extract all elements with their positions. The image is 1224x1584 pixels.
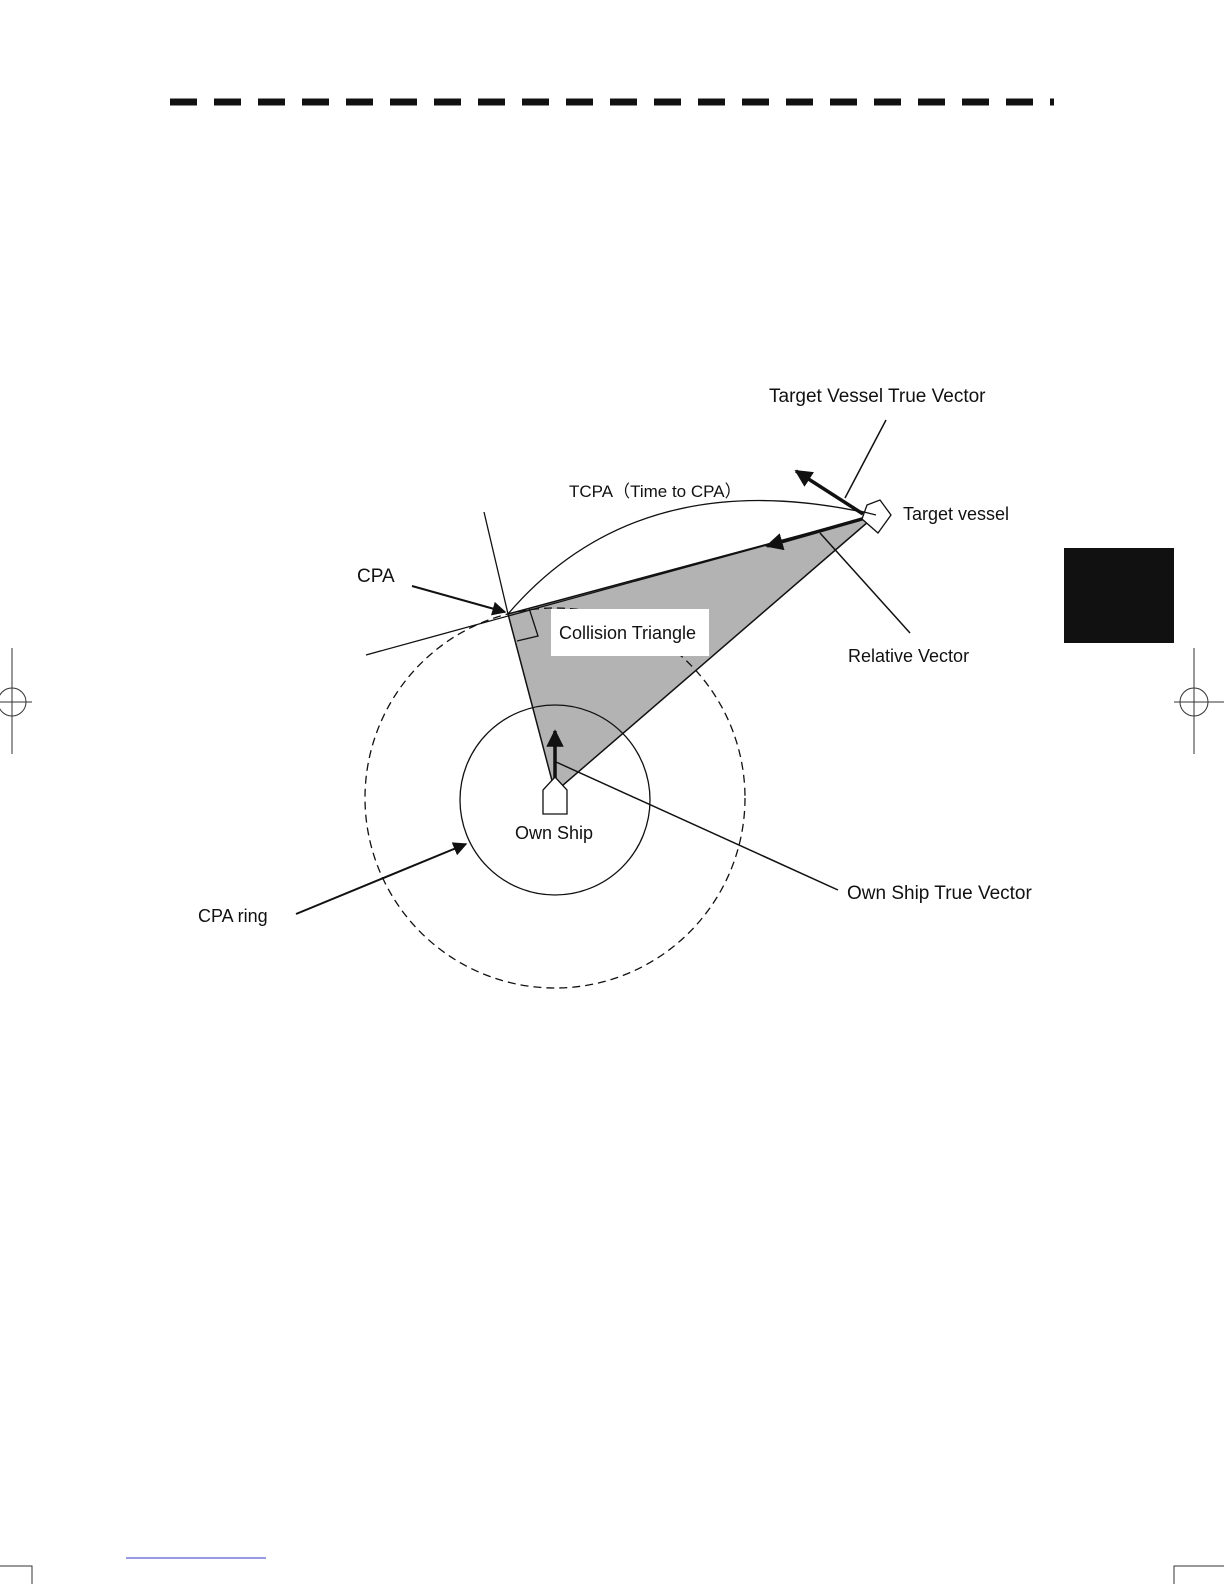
relative-vector-label: Relative Vector [848,646,969,666]
cpa-ring-leader-arrow [296,844,466,914]
cpa-perpendicular-line [484,512,508,614]
cpa-label: CPA [357,566,395,587]
footer-crop-mark-left [0,1566,32,1584]
own-ship-label: Own Ship [515,823,593,843]
target-vessel-label: Target vessel [903,504,1009,524]
target-vessel-icon [862,500,891,533]
chapter-tab [1064,548,1174,643]
registration-mark-left [0,648,32,754]
target-vessel-true-vector-label: Target Vessel True Vector [769,386,986,407]
tcpa-label: TCPA（Time to CPA） [569,482,742,501]
cpa-leader-arrow [412,586,505,612]
own-ship-true-vector-leader [556,762,838,890]
cpa-ring-label: CPA ring [198,906,268,926]
own-ship-true-vector-label: Own Ship True Vector [847,883,1032,904]
target-true-vector-leader [845,420,886,498]
footer-crop-mark-right [1174,1566,1224,1584]
relative-vector-leader [820,533,910,633]
registration-mark-right [1174,648,1224,754]
collision-triangle-label: Collision Triangle [559,623,696,643]
target-true-vector-arrow [796,471,863,514]
